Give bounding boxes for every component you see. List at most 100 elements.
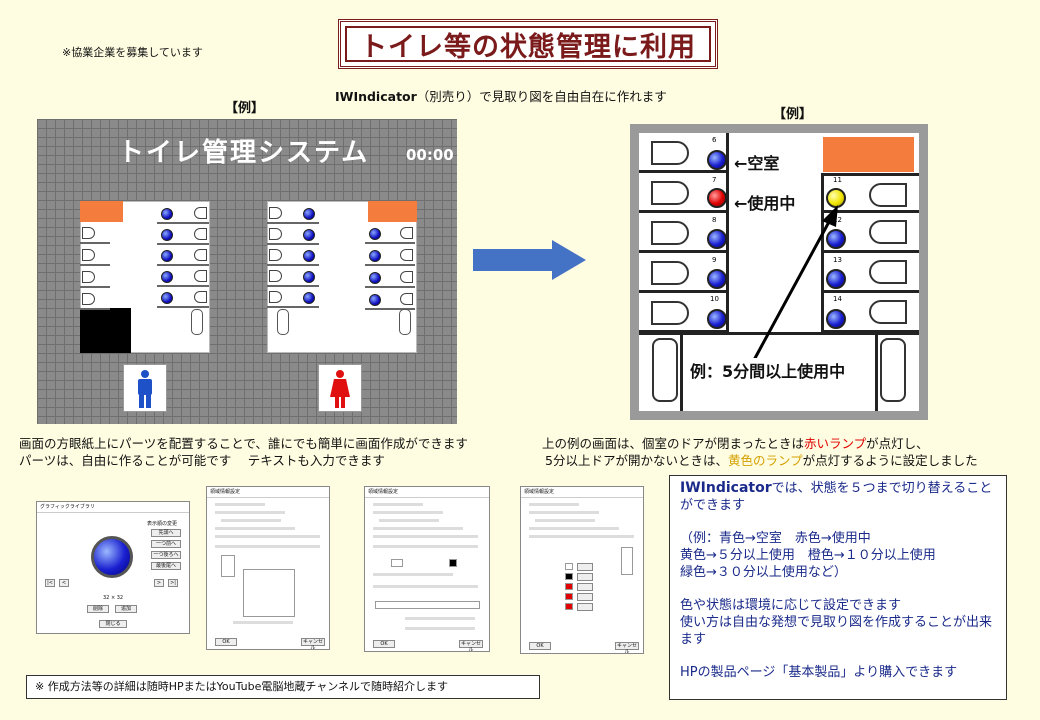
prev-nav-button[interactable]: < — [59, 579, 69, 587]
toilet-bowl-icon — [194, 291, 207, 303]
toilet-bowl-icon — [651, 261, 689, 285]
womens-room — [267, 201, 417, 353]
womens-right-stalls — [365, 222, 415, 310]
toilet-bowl-icon — [82, 271, 95, 283]
change-button[interactable] — [577, 593, 593, 601]
mens-left-stalls — [80, 222, 110, 310]
ok-button[interactable]: OK — [529, 642, 551, 650]
change-button[interactable] — [577, 583, 593, 591]
stall-lamp-icon — [303, 229, 315, 241]
area-settings-dialog-1: 領域情報設定 OK キャンセル — [206, 486, 330, 650]
desc-text: が点灯し、 — [866, 436, 929, 451]
mens-orange-area — [80, 201, 123, 222]
move-first-button[interactable]: 先頭へ — [151, 529, 181, 537]
mens-stall-column — [157, 203, 209, 308]
move-last-button[interactable]: 最後尾へ — [151, 562, 181, 570]
toilet-bowl-icon — [651, 301, 689, 325]
first-nav-button[interactable]: |< — [45, 579, 55, 587]
stall-lamp-icon — [369, 228, 381, 240]
change-button[interactable] — [577, 603, 593, 611]
dialog-title: 領域情報設定 — [365, 487, 489, 498]
text-input[interactable] — [375, 601, 480, 609]
ok-button[interactable]: OK — [373, 640, 395, 648]
orange-area — [823, 137, 914, 172]
delete-button[interactable]: 削除 — [87, 605, 109, 613]
left-description: 画面の方眼紙上にパーツを配置することで、誰にでも簡単に画面作成ができます パーツ… — [19, 435, 468, 469]
toilet-bowl-icon — [869, 260, 907, 284]
stall-number: 13 — [833, 256, 842, 264]
stall-lamp-icon — [161, 292, 173, 304]
cancel-button[interactable]: キャンセル — [301, 638, 325, 650]
toilet-bowl-icon — [869, 183, 907, 207]
next-nav-button[interactable]: > — [154, 579, 164, 587]
stall-lamp-icon — [161, 271, 173, 283]
male-icon — [138, 370, 152, 408]
last-nav-button[interactable]: >| — [168, 579, 178, 587]
info-lead: IWIndicatorでは、状態を５つまで切り替えることができます — [680, 480, 996, 514]
stall-lamp-icon — [369, 272, 381, 284]
add-button[interactable]: 追加 — [115, 605, 137, 613]
preview-box — [243, 569, 295, 617]
change-button[interactable] — [577, 563, 593, 571]
type-list[interactable] — [221, 555, 235, 577]
area-settings-dialog-3: 領域情報設定 OK キャンセル — [520, 486, 644, 654]
info-example-1: （例：青色→空室 赤色→使用中 — [680, 531, 871, 546]
ok-button[interactable]: OK — [215, 638, 237, 646]
yellow-lamp-text: 黄色のランプ — [727, 453, 803, 468]
product-name: IWIndicator — [335, 89, 417, 104]
stall-number: 12 — [833, 216, 842, 224]
toilet-bowl-icon — [651, 181, 689, 205]
info-para-2b: 使い方は自由な発想で見取り図を作成することが出来ます — [680, 615, 993, 647]
dialog-title: 領域情報設定 — [521, 487, 643, 498]
red-lamp-text: 赤いランプ — [804, 436, 867, 451]
example-label-left: 【例】 — [225, 101, 265, 116]
vacant-label: ←空室 — [734, 154, 780, 173]
stall-lamp-icon — [303, 271, 315, 283]
move-prev-button[interactable]: 一つ前へ — [151, 540, 181, 548]
info-box: IWIndicatorでは、状態を５つまで切り替えることができます （例：青色→… — [669, 475, 1007, 700]
change-button[interactable] — [577, 573, 593, 581]
cancel-button[interactable]: キャンセル — [615, 642, 639, 654]
desc-text: が点灯するように設定しました — [802, 453, 978, 468]
toilet-bowl-icon — [194, 228, 207, 240]
graphic-library-dialog: グラフィックライブラリ 表示順の変更 先頭へ 一つ前へ 一つ後ろへ 最後尾へ |… — [36, 501, 190, 634]
mens-black-area — [80, 308, 131, 353]
stall-lamp-icon — [369, 250, 381, 262]
type-list[interactable] — [621, 547, 633, 575]
vacant-lamp-icon — [707, 150, 727, 170]
stall-lamp-icon — [369, 294, 381, 306]
dialog-title: グラフィックライブラリ — [37, 502, 189, 513]
move-next-button[interactable]: 一つ後ろへ — [151, 551, 181, 559]
info-purchase: HPの製品ページ「基本製品」より購入できます — [680, 665, 958, 680]
vacant-lamp-icon — [707, 309, 727, 329]
desc-text: 5分以上ドアが開かないときは、 — [545, 453, 728, 468]
in-use-label: ←使用中 — [734, 194, 796, 213]
female-icon — [330, 370, 350, 408]
stall-lamp-icon — [161, 250, 173, 262]
info-lead-text: では、状態を５つまで切り替えることができます — [680, 481, 993, 513]
cancel-button[interactable]: キャンセル — [459, 640, 483, 652]
toilet-bowl-icon — [400, 293, 413, 305]
left-description-line2: パーツは、自由に作ることが可能です テキストも入力できます — [19, 453, 385, 468]
desc-text: 上の例の画面は、個室のドアが閉まったときは — [542, 436, 805, 451]
info-example-2: 黄色→５分以上使用 橙色→１０分以上使用 — [680, 548, 936, 563]
womens-stall-column — [267, 203, 319, 308]
male-sign — [123, 364, 167, 412]
urinal-icon — [652, 338, 678, 402]
pointer-arrow-icon — [752, 205, 838, 361]
dialog-title: 領域情報設定 — [207, 487, 329, 498]
close-button[interactable]: 閉じる — [99, 620, 127, 628]
toilet-bowl-icon — [651, 141, 689, 165]
toilet-bowl-icon — [651, 221, 689, 245]
stall-number: 9 — [712, 256, 717, 264]
example-label-right: 【例】 — [773, 107, 813, 122]
toilet-bowl-icon — [82, 249, 95, 261]
info-example-3: 緑色→３０分以上使用など） — [680, 565, 847, 580]
area-settings-dialog-2: 領域情報設定 OK キャンセル — [364, 486, 490, 652]
stall-lamp-icon — [303, 208, 315, 220]
size-label: 32 × 32 — [103, 595, 124, 601]
right-description: 上の例の画面は、個室のドアが閉まったときは赤いランプが点灯し、 5分以上ドアが開… — [542, 435, 978, 469]
toilet-bowl-icon — [269, 228, 282, 240]
vacant-lamp-icon — [826, 229, 846, 249]
toilet-bowl-icon — [82, 227, 95, 239]
